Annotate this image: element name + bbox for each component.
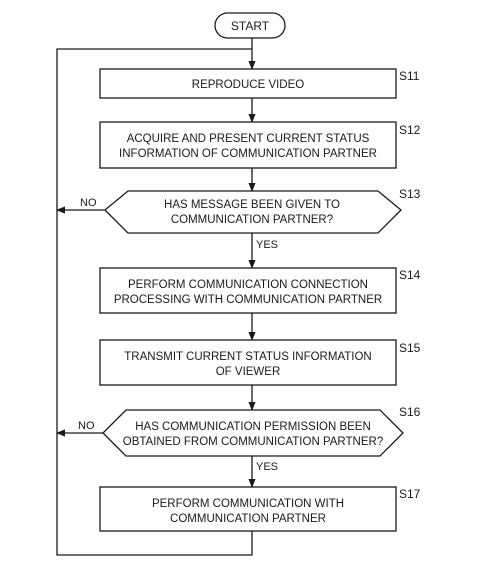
step-s11-text-1: REPRODUCE VIDEO [192, 79, 305, 91]
step-s15: TRANSMIT CURRENT STATUS INFORMATION OF V… [99, 339, 421, 386]
step-s12: ACQUIRE AND PRESENT CURRENT STATUS INFOR… [99, 121, 421, 169]
loop-back-line [56, 48, 253, 556]
decision-s16-text-2: OBTAINED FROM COMMUNICATION PARTNER? [123, 436, 383, 448]
decision-s16-text-1: HAS COMMUNICATION PERMISSION BEEN [135, 421, 371, 433]
step-s14-id: S14 [399, 268, 421, 282]
step-s17-text-2: COMMUNICATION PARTNER [170, 513, 326, 525]
step-s15-text-2: OF VIEWER [216, 366, 281, 378]
loop-connectors [56, 48, 253, 556]
step-s17-id: S17 [399, 487, 421, 501]
decision-s13-text-2: COMMUNICATION PARTNER? [171, 214, 333, 226]
decision-s13-yes-label: YES [256, 239, 278, 251]
step-s14: PERFORM COMMUNICATION CONNECTION PROCESS… [99, 267, 421, 314]
decision-s16-yes-label: YES [256, 461, 278, 473]
step-s15-id: S15 [399, 341, 421, 355]
decision-s13-text-1: HAS MESSAGE BEEN GIVEN TO [164, 199, 340, 211]
start-terminal: START [214, 12, 286, 39]
step-s11: REPRODUCE VIDEO S11 [99, 68, 420, 99]
step-s12-id: S12 [399, 123, 421, 137]
decision-s16-id: S16 [399, 405, 421, 419]
step-s15-text-1: TRANSMIT CURRENT STATUS INFORMATION [124, 351, 371, 363]
step-s12-text-2: INFORMATION OF COMMUNICATION PARTNER [119, 148, 377, 160]
step-s14-text-1: PERFORM COMMUNICATION CONNECTION [128, 279, 368, 291]
decision-s13: HAS MESSAGE BEEN GIVEN TO COMMUNICATION … [80, 187, 421, 251]
step-s11-id: S11 [399, 69, 420, 83]
decision-s16: HAS COMMUNICATION PERMISSION BEEN OBTAIN… [78, 405, 421, 473]
decision-s13-id: S13 [399, 187, 421, 201]
step-s17: PERFORM COMMUNICATION WITH COMMUNICATION… [99, 486, 421, 532]
decision-s13-no-label: NO [80, 197, 97, 209]
step-s14-text-2: PROCESSING WITH COMMUNICATION PARTNER [114, 294, 382, 306]
decision-s16-no-label: NO [78, 420, 95, 432]
start-label: START [231, 19, 270, 33]
step-s17-text-1: PERFORM COMMUNICATION WITH [152, 498, 344, 510]
step-s12-text-1: ACQUIRE AND PRESENT CURRENT STATUS [127, 133, 370, 145]
